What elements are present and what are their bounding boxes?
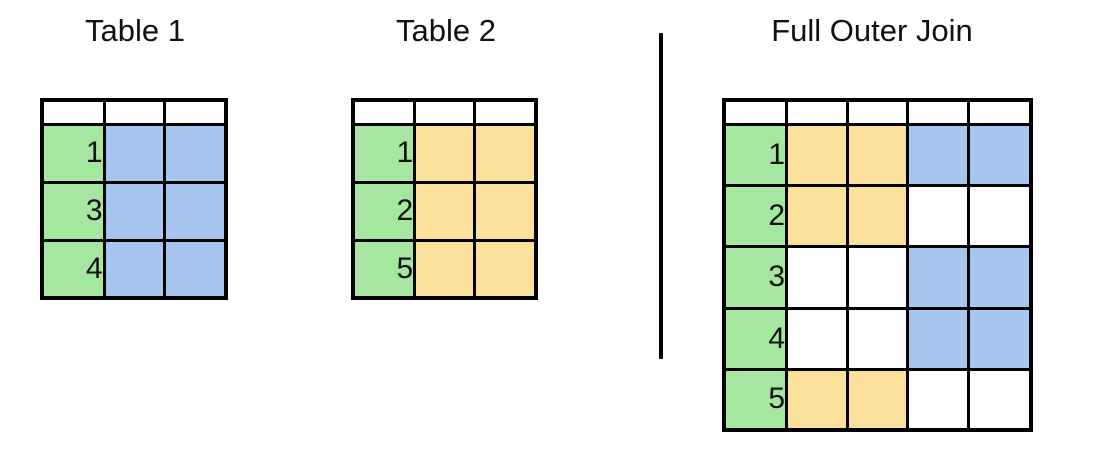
join-value-cell bbox=[906, 122, 970, 188]
table-row: 1 bbox=[44, 123, 224, 184]
join-value-cell bbox=[906, 245, 970, 310]
table1-value-cell bbox=[162, 180, 224, 242]
join-null-cell bbox=[906, 367, 970, 428]
join-key-cell: 4 bbox=[726, 306, 789, 371]
table1-table: 1 3 4 bbox=[44, 102, 224, 296]
table-row: 2 bbox=[355, 180, 534, 242]
join-value-cell bbox=[785, 122, 849, 188]
join-header-cell bbox=[845, 102, 910, 126]
join-title: Full Outer Join bbox=[771, 13, 973, 48]
table-row: 5 bbox=[355, 238, 534, 296]
table1-title: Table 1 bbox=[85, 13, 185, 48]
join-header-row bbox=[726, 102, 1029, 126]
table2-value-cell bbox=[472, 123, 534, 184]
table1-header-cell bbox=[44, 102, 106, 126]
table2-table: 1 2 5 bbox=[355, 102, 534, 296]
join-null-cell bbox=[845, 245, 910, 310]
table-row: 4 bbox=[44, 238, 224, 296]
join-value-cell bbox=[845, 367, 910, 428]
join-key-cell: 1 bbox=[726, 122, 789, 188]
join-null-cell bbox=[966, 184, 1029, 249]
table1-value-cell bbox=[162, 123, 224, 184]
table1-header-cell bbox=[102, 102, 166, 126]
join-value-cell bbox=[966, 306, 1029, 371]
table1-header-cell bbox=[162, 102, 224, 126]
table-row: 4 bbox=[726, 306, 1029, 371]
table2-header-cell bbox=[472, 102, 534, 126]
table-row: 1 bbox=[726, 122, 1029, 188]
join-value-cell bbox=[845, 184, 910, 249]
table2-value-cell bbox=[413, 180, 476, 242]
table-row: 3 bbox=[44, 180, 224, 242]
join-null-cell bbox=[906, 184, 970, 249]
table1-value-cell bbox=[102, 123, 166, 184]
table1-key-cell: 1 bbox=[44, 123, 106, 184]
table2-header-cell bbox=[413, 102, 476, 126]
table2-key-cell: 5 bbox=[355, 238, 417, 296]
table2-title: Table 2 bbox=[396, 13, 496, 48]
join-null-cell bbox=[785, 306, 849, 371]
join-header-cell bbox=[966, 102, 1029, 126]
table1-key-cell: 3 bbox=[44, 180, 106, 242]
panel-table1: Table 1 1 3 4 bbox=[0, 12, 270, 312]
join-null-cell bbox=[785, 245, 849, 310]
join-null-cell bbox=[845, 306, 910, 371]
table2-value-cell bbox=[413, 123, 476, 184]
table2-value-cell bbox=[413, 238, 476, 296]
table2-key-cell: 2 bbox=[355, 180, 417, 242]
table-row: 5 bbox=[726, 367, 1029, 428]
table1-value-cell bbox=[102, 180, 166, 242]
join-value-cell bbox=[966, 245, 1029, 310]
table2-value-cell bbox=[472, 238, 534, 296]
table2-grid: 1 2 5 bbox=[351, 98, 538, 300]
join-value-cell bbox=[906, 306, 970, 371]
join-value-cell bbox=[845, 122, 910, 188]
table1-header-row bbox=[44, 102, 224, 126]
table-row: 1 bbox=[355, 123, 534, 184]
table2-header-cell bbox=[355, 102, 417, 126]
table2-key-cell: 1 bbox=[355, 123, 417, 184]
join-key-cell: 5 bbox=[726, 367, 789, 428]
join-key-cell: 2 bbox=[726, 184, 789, 249]
panel-table2: Table 2 1 2 5 bbox=[310, 12, 582, 312]
join-value-cell bbox=[785, 367, 849, 428]
table1-grid: 1 3 4 bbox=[40, 98, 228, 300]
table2-value-cell bbox=[472, 180, 534, 242]
table1-value-cell bbox=[162, 238, 224, 296]
table-row: 2 bbox=[726, 184, 1029, 249]
join-header-cell bbox=[785, 102, 849, 126]
join-key-cell: 3 bbox=[726, 245, 789, 310]
table1-key-cell: 4 bbox=[44, 238, 106, 296]
vertical-divider bbox=[659, 33, 663, 359]
table-row: 3 bbox=[726, 245, 1029, 310]
join-table: 1 2 3 bbox=[726, 102, 1029, 428]
join-grid: 1 2 3 bbox=[722, 98, 1033, 432]
table2-header-row bbox=[355, 102, 534, 126]
join-value-cell bbox=[966, 122, 1029, 188]
panel-full-outer-join: Full Outer Join 1 2 bbox=[672, 12, 1072, 432]
join-null-cell bbox=[966, 367, 1029, 428]
table1-value-cell bbox=[102, 238, 166, 296]
join-value-cell bbox=[785, 184, 849, 249]
join-header-cell bbox=[906, 102, 970, 126]
join-header-cell bbox=[726, 102, 789, 126]
